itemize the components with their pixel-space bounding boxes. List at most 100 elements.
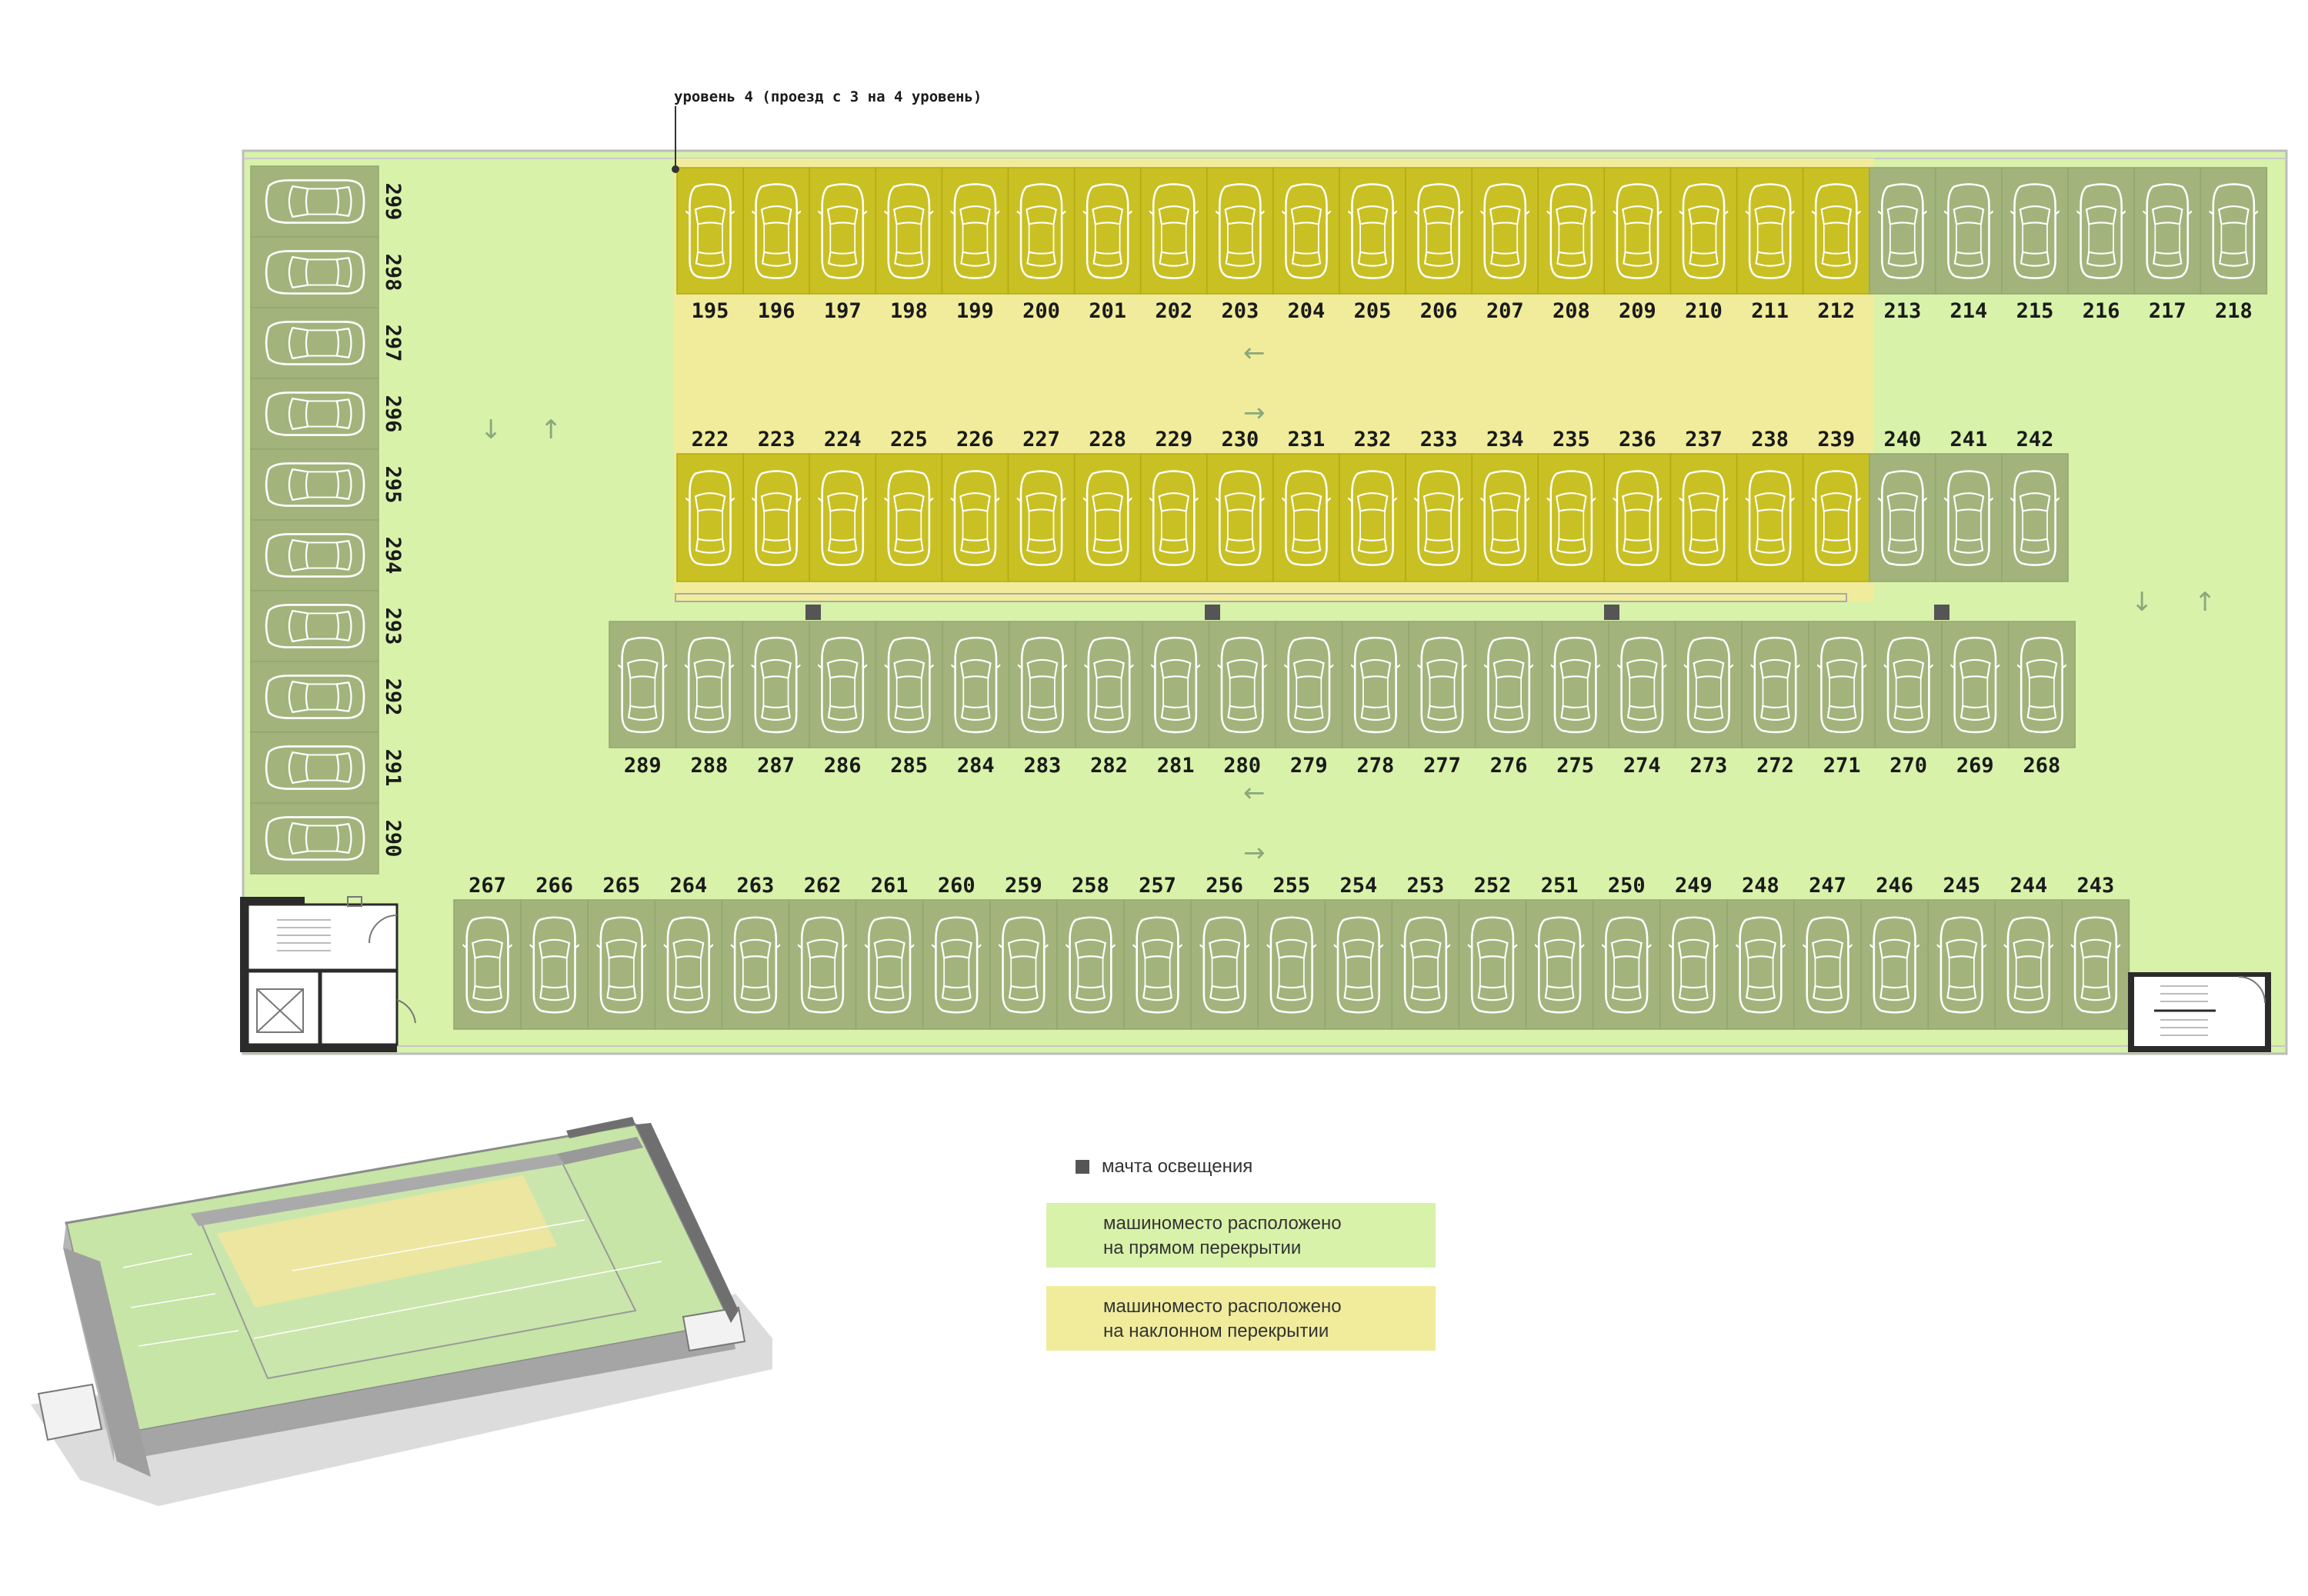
space-number: 285 [890, 754, 928, 778]
space-number: 247 [1809, 874, 1846, 898]
parking-space: 227 [1007, 428, 1076, 582]
space-number: 277 [1423, 754, 1461, 778]
space-number: 205 [1354, 299, 1392, 323]
space-number: 270 [1889, 754, 1927, 778]
space-number: 278 [1357, 754, 1395, 778]
space-number: 234 [1486, 428, 1524, 451]
space-number: 211 [1751, 299, 1789, 323]
arrow-down-right: ↓ [2131, 587, 2153, 618]
parking-space: 198 [875, 167, 943, 323]
parking-space: 211 [1736, 167, 1804, 323]
parking-space: 289 [609, 621, 677, 778]
legend-mast-swatch [1076, 1160, 1089, 1174]
space-number: 223 [758, 428, 795, 451]
parking-space: 269 [1941, 621, 2009, 778]
space-number: 249 [1675, 874, 1713, 898]
space-number: 239 [1817, 428, 1855, 451]
parking-space: 212 [1802, 167, 1870, 323]
parking-space: 226 [941, 428, 1009, 582]
legend-straight-line2: на прямом перекрытии [1103, 1238, 1301, 1258]
space-number: 202 [1155, 299, 1192, 323]
space-number: 298 [381, 254, 405, 292]
space-number: 271 [1823, 754, 1861, 778]
parking-space: 252 [1458, 874, 1527, 1030]
arrow-up-right: ↑ [2194, 587, 2216, 618]
space-number: 294 [381, 537, 405, 575]
space-number: 284 [957, 754, 995, 778]
parking-space: 237 [1669, 428, 1738, 582]
space-number: 226 [956, 428, 994, 451]
space-number: 198 [890, 299, 928, 323]
space-number: 297 [381, 325, 405, 362]
space-number: 283 [1024, 754, 1062, 778]
parking-space: 233 [1405, 428, 1473, 582]
level-note-dot [672, 165, 679, 173]
parking-space: 217 [2133, 167, 2202, 323]
space-number: 274 [1623, 754, 1661, 778]
parking-space: 280 [1208, 621, 1276, 778]
parking-space: 203 [1206, 167, 1274, 323]
space-number: 196 [758, 299, 795, 323]
arrow-left-bottom: ← [1243, 778, 1266, 808]
parking-space: 291 [250, 731, 405, 804]
space-number: 273 [1690, 754, 1728, 778]
parking-space: 247 [1793, 874, 1862, 1030]
space-number: 222 [692, 428, 729, 451]
space-number: 253 [1407, 874, 1445, 898]
parking-space: 229 [1139, 428, 1208, 582]
space-number: 200 [1022, 299, 1060, 323]
space-number: 212 [1817, 299, 1855, 323]
parking-space: 250 [1592, 874, 1661, 1030]
parking-space: 298 [250, 236, 405, 308]
space-number: 262 [804, 874, 842, 898]
parking-space: 253 [1391, 874, 1460, 1030]
space-number: 227 [1022, 428, 1060, 451]
space-number: 218 [2215, 299, 2253, 323]
space-number: 213 [1883, 299, 1921, 323]
parking-space: 287 [742, 621, 810, 778]
parking-space: 255 [1257, 874, 1326, 1030]
parking-space: 199 [941, 167, 1009, 323]
space-number: 286 [824, 754, 862, 778]
parking-space: 270 [1874, 621, 1943, 778]
space-number: 214 [1950, 299, 1988, 323]
light-mast-1 [805, 605, 821, 620]
space-number: 210 [1685, 299, 1723, 323]
space-number: 233 [1420, 428, 1458, 451]
parking-space: 232 [1339, 428, 1406, 582]
space-number: 276 [1490, 754, 1528, 778]
space-number: 209 [1619, 299, 1656, 323]
parking-space: 256 [1190, 874, 1259, 1030]
parking-space: 245 [1927, 874, 1996, 1030]
space-number: 267 [469, 874, 506, 898]
space-number: 236 [1619, 428, 1656, 451]
parking-space: 261 [855, 874, 924, 1030]
parking-space: 251 [1525, 874, 1594, 1030]
parking-space: 283 [1008, 621, 1076, 778]
parking-space: 216 [2067, 167, 2135, 323]
parking-space: 242 [2001, 428, 2069, 582]
arrow-left-top: ← [1243, 338, 1266, 368]
light-mast-3 [1604, 605, 1619, 620]
space-number: 250 [1608, 874, 1646, 898]
parking-space: 292 [250, 661, 405, 733]
space-number: 242 [2016, 428, 2054, 451]
parking-space: 204 [1272, 167, 1340, 323]
space-number: 292 [381, 678, 405, 716]
parking-space: 244 [1994, 874, 2063, 1030]
parking-space: 200 [1007, 167, 1076, 323]
space-number: 216 [2083, 299, 2120, 323]
space-number: 288 [691, 754, 729, 778]
parking-space: 278 [1341, 621, 1409, 778]
space-number: 282 [1090, 754, 1128, 778]
space-number: 203 [1221, 299, 1259, 323]
parking-space: 249 [1659, 874, 1728, 1030]
space-number: 268 [2023, 754, 2061, 778]
parking-space: 257 [1123, 874, 1192, 1030]
space-number: 197 [824, 299, 862, 323]
legend-incline-swatch [1046, 1286, 1436, 1351]
parking-space: 277 [1408, 621, 1476, 778]
parking-space: 210 [1669, 167, 1738, 323]
space-number: 228 [1089, 428, 1126, 451]
